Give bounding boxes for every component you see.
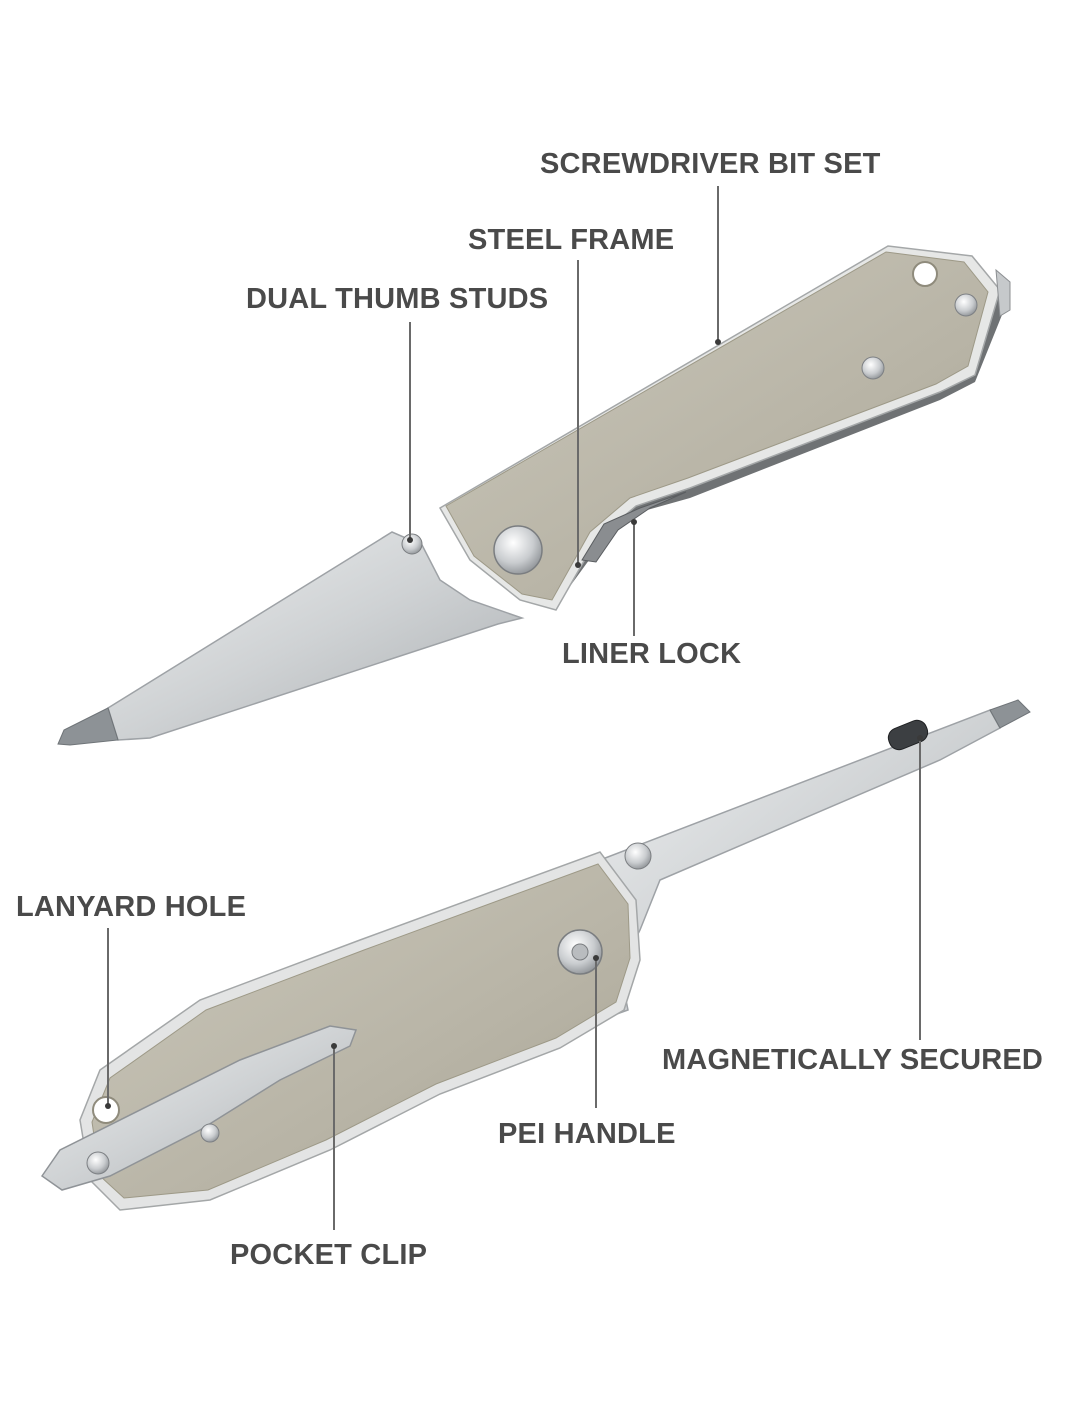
bottom-clip-screw: [86, 1151, 110, 1175]
bottom-frame-screw: [200, 1123, 220, 1143]
bottom-pocket-clip: [40, 1025, 358, 1191]
bottom-bit-tip: [989, 699, 1031, 729]
bottom-thumb-stud: [624, 842, 652, 870]
leader-lines: [107, 186, 921, 1230]
leader-dot-thumb-stud: [407, 537, 413, 543]
bottom-lanyard-hole: [92, 1096, 120, 1124]
leader-dot-steel-frame: [575, 562, 581, 568]
label-screwdriver-bit-set: SCREWDRIVER BIT SET: [540, 148, 881, 180]
leader-dot-liner-lock: [631, 519, 637, 525]
leader-dot-clip: [331, 1043, 337, 1049]
leader-dot-screwdriver: [715, 339, 721, 345]
label-dual-thumb-studs: DUAL THUMB STUDS: [246, 283, 549, 315]
bottom-pei-scale: [91, 863, 631, 1199]
top-tool: [57, 245, 1011, 746]
leader-dot-lanyard: [105, 1103, 111, 1109]
bottom-tool: [40, 699, 1031, 1211]
top-thumb-stud: [401, 533, 423, 555]
label-lanyard-hole: LANYARD HOLE: [16, 891, 247, 923]
top-pivot: [493, 525, 543, 575]
top-screw-mid: [861, 356, 885, 380]
top-driver-shaft: [107, 531, 525, 741]
top-bit-holder: [995, 268, 1011, 317]
leader-dot-magnet: [917, 735, 923, 741]
magnetic-bit-slot: [887, 719, 929, 751]
label-magnetically-secured: MAGNETICALLY SECURED: [662, 1044, 1044, 1076]
top-liner-lock: [581, 491, 687, 563]
label-liner-lock: LINER LOCK: [562, 638, 742, 670]
label-pocket-clip: POCKET CLIP: [230, 1239, 428, 1271]
top-pei-scale: [445, 251, 989, 601]
top-screw-rear: [954, 293, 978, 317]
leader-dots: [105, 339, 923, 1109]
top-bit-tip: [57, 707, 119, 746]
label-pei-handle: PEI HANDLE: [498, 1118, 676, 1150]
bottom-pivot-center: [571, 943, 589, 961]
bottom-driver-shaft: [599, 709, 1002, 1022]
leader-dot-pei: [593, 955, 599, 961]
label-steel-frame: STEEL FRAME: [468, 224, 675, 256]
top-lanyard-hole: [912, 261, 938, 287]
